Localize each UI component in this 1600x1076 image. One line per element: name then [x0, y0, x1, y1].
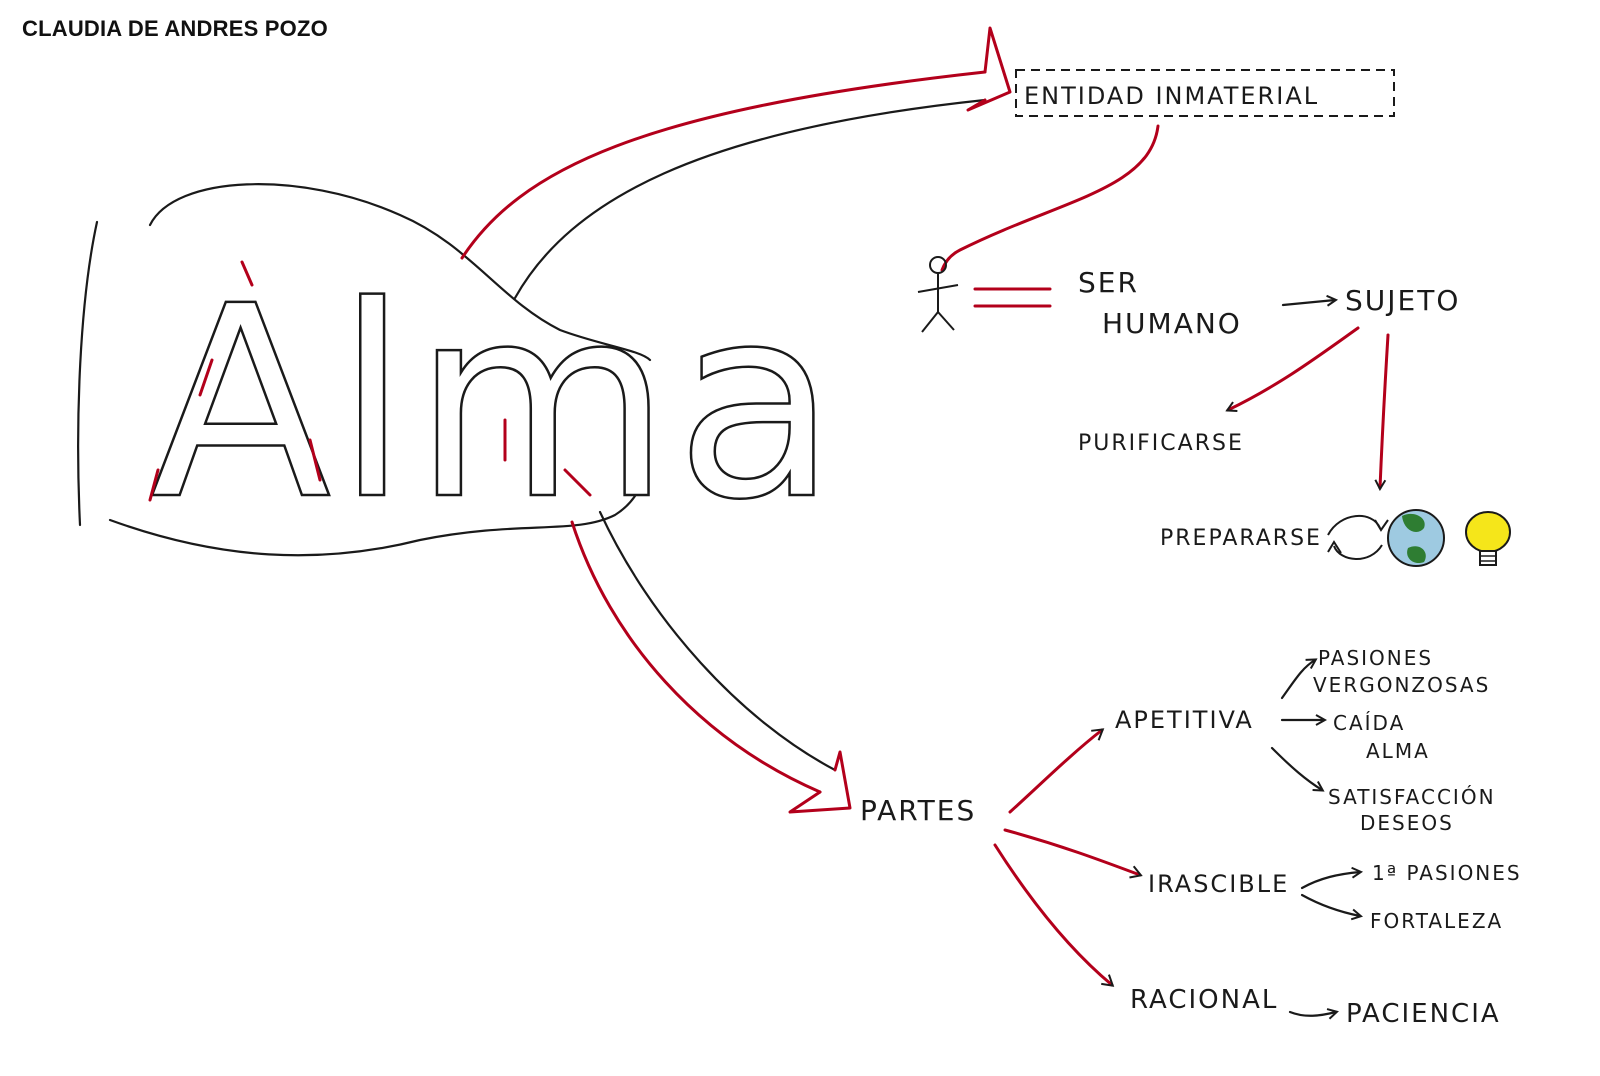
- arrow-irascible-primeras: [1300, 872, 1360, 890]
- arrow-partes-apetitiva: [1008, 728, 1105, 814]
- arrow-apetitiva-pasiones: [1280, 660, 1315, 700]
- node-fortaleza: FORTALEZA: [1370, 909, 1503, 933]
- entidad-box: [1015, 69, 1395, 117]
- node-partes: PARTES: [860, 794, 976, 827]
- node-sujeto: SUJETO: [1345, 284, 1460, 317]
- arrow-racional-paciencia: [1288, 1012, 1336, 1016]
- link-entidad-ser: [940, 124, 1160, 272]
- equals-sign: [973, 287, 1052, 308]
- node-satisfaccion-line2: DESEOS: [1360, 811, 1454, 835]
- node-pasiones-verg-line1: PASIONES: [1318, 646, 1433, 670]
- cycle-arrows-icon: [1327, 514, 1389, 560]
- arrow-to-entidad: [460, 26, 1012, 300]
- arrow-to-partes: [570, 510, 852, 814]
- central-word: Alma: [150, 250, 841, 558]
- arrow-irascible-fortaleza: [1300, 893, 1360, 916]
- node-purificarse: PURIFICARSE: [1078, 431, 1244, 456]
- node-ser-humano-line2: HUMANO: [1102, 307, 1242, 340]
- arrow-partes-racional: [993, 843, 1115, 987]
- node-irascible: IRASCIBLE: [1148, 870, 1289, 898]
- lightbulb-icon: [1465, 511, 1511, 566]
- node-apetitiva: APETITIVA: [1115, 706, 1254, 734]
- arrow-apetitiva-satisfaccion: [1270, 746, 1322, 790]
- node-caida-line2: ALMA: [1366, 739, 1430, 763]
- node-paciencia: PACIENCIA: [1346, 999, 1501, 1029]
- earth-icon: [1387, 509, 1445, 567]
- node-racional: RACIONAL: [1130, 985, 1278, 1015]
- arrow-sujeto-purificarse: [1228, 326, 1360, 410]
- central-blob: [77, 183, 652, 557]
- arrow-sujeto-prepararse: [1380, 333, 1390, 488]
- node-prepararse: PREPARARSE: [1160, 526, 1322, 551]
- arrow-ser-sujeto: [1281, 300, 1335, 305]
- node-entidad: ENTIDAD INMATERIAL: [1024, 82, 1319, 110]
- central-word-red-accents: [148, 260, 592, 502]
- arrow-partes-irascible: [1003, 828, 1143, 879]
- node-pasiones-verg-line2: VERGONZOSAS: [1313, 673, 1490, 697]
- node-caida-line1: CAÍDA: [1333, 711, 1405, 735]
- node-primeras-pasiones: 1ª PASIONES: [1372, 861, 1522, 885]
- author-name: CLAUDIA DE ANDRES POZO: [22, 16, 328, 41]
- node-ser-humano-line1: SER: [1078, 266, 1139, 299]
- node-satisfaccion-line1: SATISFACCIÓN: [1328, 785, 1496, 809]
- stick-figure-icon: [917, 256, 959, 333]
